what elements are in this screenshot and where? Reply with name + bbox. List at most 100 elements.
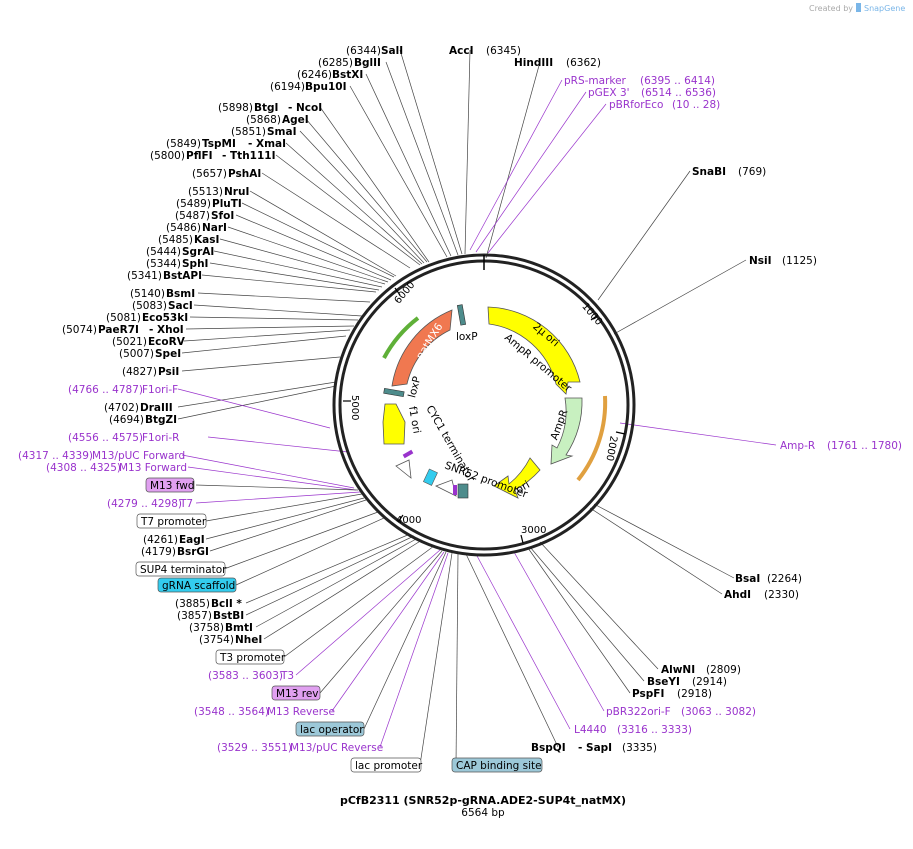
primer-l4440: L4440	[574, 724, 607, 736]
bclI-name: BclI *	[211, 598, 242, 610]
box-lac-promoter: lac promoter	[355, 760, 423, 772]
feature-boxes: M13 fwd T7 promoter SUP4 terminator gRNA…	[135, 477, 543, 773]
tspMI-number: (5849)	[166, 138, 201, 150]
xhoI-name: - XhoI	[149, 324, 184, 336]
primer-pbr322ori-f: pBR322ori-F	[606, 706, 671, 718]
primer-m13puc-reverse: M13/pUC Reverse	[290, 742, 383, 754]
amp-r-primer-arrow	[576, 395, 608, 482]
ampr-arrow	[550, 397, 583, 465]
pflFI-name: PflFI	[186, 150, 213, 162]
pluTI-number: (5489)	[176, 198, 211, 210]
sphI-number: (5344)	[146, 258, 181, 270]
loxp-left-mark	[383, 387, 405, 398]
pshAI-number: (5657)	[192, 168, 227, 180]
bpu10I-name: Bpu10I	[305, 81, 347, 93]
tspMI-name: TspMI	[202, 138, 236, 150]
ecoRV-number: (5021)	[112, 336, 147, 348]
bsmI-number: (5140)	[130, 288, 165, 300]
pspFI-name: PspFI	[632, 688, 664, 700]
bstBI-number: (3857)	[177, 610, 212, 622]
sgrAI-number: (5444)	[146, 246, 181, 258]
bspQI-name: BspQI	[531, 742, 566, 754]
speI-number: (5007)	[119, 348, 154, 360]
primer-t3: T3	[280, 670, 294, 682]
sfoI-number: (5487)	[175, 210, 210, 222]
nsiI-name: NsiI	[749, 255, 772, 267]
primer-pbrforeco: pBRforEco	[609, 99, 663, 111]
backbone	[332, 253, 636, 557]
primer-f1ori-r-range: (4556 .. 4575)	[68, 432, 143, 444]
two-mu-ori-arc	[487, 306, 581, 395]
primer-pgex3: pGEX 3'	[588, 87, 630, 99]
sacI-number: (5083)	[132, 300, 167, 312]
tick-label-4000: 4000	[396, 515, 421, 526]
sapI-name: - SapI	[578, 742, 612, 754]
ori-arrow	[493, 457, 541, 499]
sacI-name: SacI	[168, 300, 193, 312]
eagI-name: EagI	[179, 534, 205, 546]
tick-label-1000: 1000	[579, 301, 604, 328]
ahdI-name: AhdI	[724, 589, 751, 601]
speI-name: SpeI	[155, 348, 181, 360]
eco53kI-name: Eco53kI	[142, 312, 188, 324]
primer-l4440-range: (3316 .. 3333)	[617, 724, 692, 736]
tick-label-2000: 2000	[603, 435, 618, 462]
box-m13-fwd: M13 fwd	[150, 480, 195, 492]
bmtI-number: (3758)	[189, 622, 224, 634]
bseYI-number: (2914)	[692, 676, 727, 688]
primer-m13-reverse: M13 Reverse	[267, 706, 335, 718]
bstAPI-number: (5341)	[127, 270, 162, 282]
btgZI-number: (4694)	[109, 414, 144, 426]
box-t7-promoter: T7 promoter	[140, 516, 207, 528]
bglII-number: (6285)	[318, 57, 353, 69]
psiI-number: (4827)	[122, 366, 157, 378]
bspQI-number: (3335)	[622, 742, 657, 754]
feature-loxp-left: loxP	[406, 375, 423, 399]
bstAPI-name: BstAPI	[163, 270, 202, 282]
btgI-number: (5898)	[218, 102, 253, 114]
paeR7I-number: (5074)	[62, 324, 97, 336]
smaI-number: (5851)	[231, 126, 266, 138]
primer-m13-forward: M13 Forward	[119, 462, 187, 474]
xmaI-name: - XmaI	[248, 138, 286, 150]
primer-amp-r: Amp-R	[780, 440, 815, 452]
tick-label-3000: 3000	[521, 525, 546, 536]
bglII-name: BglII	[354, 57, 381, 69]
pspFI-number: (2918)	[677, 688, 712, 700]
salI-name: SalI	[381, 45, 403, 57]
primer-pbr322ori-f-range: (3063 .. 3082)	[681, 706, 756, 718]
tth111I-name: - Tth111I	[222, 150, 276, 162]
primer-m13puc-forward: M13/pUC Forward	[92, 450, 185, 462]
pflFI-number: (5800)	[150, 150, 185, 162]
eco53kI-number: (5081)	[106, 312, 141, 324]
btgI-name: BtgI	[254, 102, 278, 114]
box-m13-rev: M13 rev	[276, 688, 319, 700]
bstXI-name: BstXI	[332, 69, 363, 81]
nsiI-number: (1125)	[782, 255, 817, 267]
bsmI-name: BsmI	[166, 288, 195, 300]
nheI-number: (3754)	[199, 634, 234, 646]
primer-t7-range: (4279 .. 4298)	[107, 498, 182, 510]
sfoI-name: SfoI	[211, 210, 234, 222]
btgZI-name: BtgZI	[145, 414, 177, 426]
bstXI-number: (6246)	[297, 69, 332, 81]
accI-name: AccI	[449, 45, 473, 57]
primer-m13-reverse-range: (3548 .. 3564)	[194, 706, 269, 718]
alwNI-name: AlwNI	[661, 664, 695, 676]
primer-t3-range: (3583 .. 3603)	[208, 670, 283, 682]
salI-number: (6344)	[346, 45, 381, 57]
smaI-name: SmaI	[267, 126, 297, 138]
narI-name: NarI	[202, 222, 227, 234]
enzyme-labels-left: (5513) NruI (5489) PluTI (5487) SfoI (54…	[62, 186, 262, 646]
box-t3-promoter: T3 promoter	[219, 652, 286, 664]
natmx6-primer-arrow	[382, 316, 420, 359]
leader-lines	[177, 49, 777, 766]
primer-amp-r-range: (1761 .. 1780)	[827, 440, 902, 452]
feature-f1-ori: f1 ori	[406, 405, 423, 434]
plasmid-title: pCfB2311 (SNR52p-gRNA.ADE2-SUP4t_natMX)	[340, 794, 626, 807]
ahdI-number: (2330)	[764, 589, 799, 601]
box-lac-operator: lac operator	[300, 724, 364, 736]
sphI-name: SphI	[182, 258, 208, 270]
pluTI-name: PluTI	[212, 198, 242, 210]
